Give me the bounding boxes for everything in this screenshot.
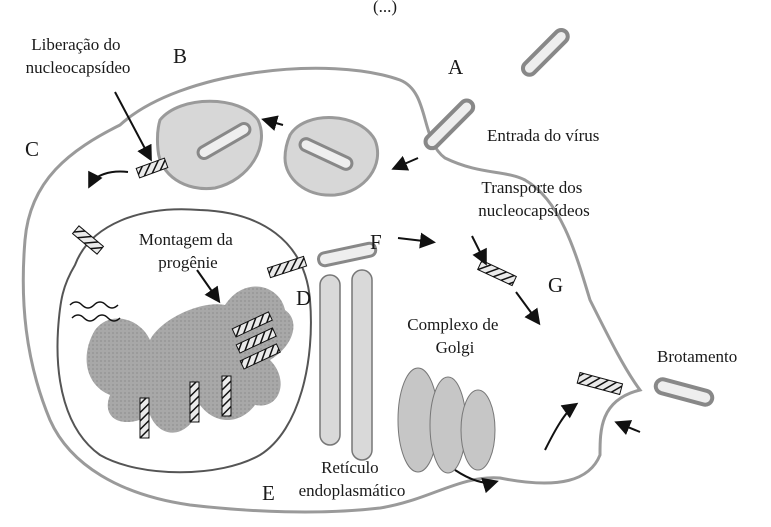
virion-entering-A (520, 27, 570, 77)
arrow-F (398, 238, 432, 242)
label-budding: Brotamento (657, 347, 737, 366)
nucleocapsid-entering-nucleus (73, 226, 104, 254)
rna-strand-1 (70, 302, 118, 308)
step-letter-G: G (548, 273, 563, 297)
nucleocapsid-D (267, 256, 306, 277)
progeny-nucleocapsid-4 (140, 398, 149, 438)
label-nucleocapsid-transport: Transporte dos nucleocapsídeos (478, 178, 589, 220)
label-er: Retículo endoplasmático (299, 458, 406, 500)
arrow-budding-in (618, 423, 640, 432)
label-virus-entry: Entrada do vírus (487, 126, 599, 145)
rna-strand-2 (72, 315, 120, 321)
nucleocapsid-F (317, 242, 376, 267)
label-nucleocapsid-release: Liberação do nucleocapsídeo (26, 35, 131, 77)
arrow-progeny (197, 270, 218, 300)
nucleocapsid-transport (478, 260, 517, 285)
arrow-G (516, 292, 538, 322)
progeny-nucleocapsid-6 (222, 376, 231, 416)
virion-budding (654, 378, 714, 407)
er-tube-right (352, 270, 372, 460)
golgi-cisterna-3 (461, 390, 495, 470)
step-letter-F: F (370, 230, 382, 254)
arrow-golgi-to-membrane (545, 405, 575, 450)
step-letter-A: A (448, 55, 464, 79)
arrow-to-nucleus (90, 172, 128, 185)
top-label: (...) (373, 0, 397, 16)
label-golgi: Complexo de Golgi (407, 315, 502, 357)
arrow-vesicle-to-vesicle (265, 120, 283, 125)
step-letter-C: C (25, 137, 39, 161)
step-letter-D: D (296, 286, 311, 310)
nucleocapsid-released (136, 158, 168, 178)
label-progeny-assembly: Montagem da progênie (139, 230, 237, 272)
golgi-cisterna-2 (430, 377, 466, 473)
step-letter-B: B (173, 44, 187, 68)
er-tube-left (320, 275, 340, 445)
virion-at-membrane (423, 98, 476, 151)
progeny-nucleocapsid-5 (190, 382, 199, 422)
step-letter-E: E (262, 481, 275, 505)
arrow-entry-to-vesicle (395, 158, 418, 168)
arrow-transport (472, 236, 485, 262)
nucleocapsid-budding-site (577, 372, 622, 394)
